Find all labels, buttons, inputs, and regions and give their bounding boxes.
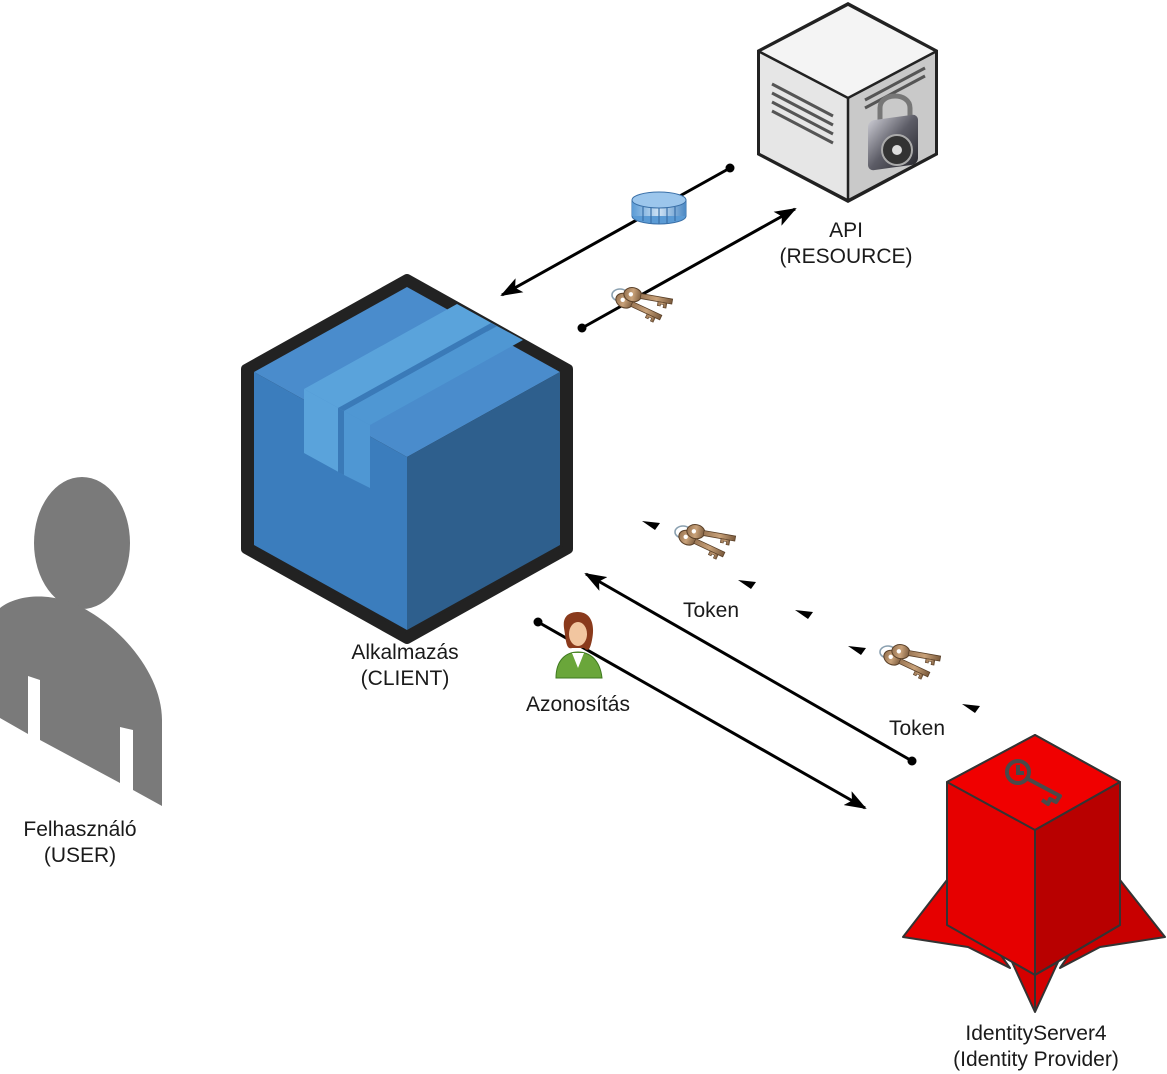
idp-label-line2: (Identity Provider): [953, 1048, 1119, 1071]
api-label-line2: (RESOURCE): [779, 245, 913, 268]
key-icon: [879, 642, 943, 683]
api-label-line1: API: [829, 219, 863, 242]
user-person-icon: [0, 477, 162, 806]
idp-to-client-arrow: [584, 572, 917, 766]
user-label: Felhasználó (USER): [5, 817, 155, 869]
user-label-line2: (USER): [43, 844, 117, 867]
key-icon: [611, 285, 675, 326]
key-logo-icon: [1005, 759, 1062, 806]
client-label: Alkalmazás (CLIENT): [330, 640, 480, 692]
idp-label: IdentityServer4 (Identity Provider): [930, 1021, 1142, 1073]
token-label-lower: Token: [888, 717, 946, 740]
idp-label-line1: IdentityServer4: [965, 1022, 1107, 1045]
authentication-label: Azonosítás: [526, 693, 630, 716]
client-box-icon: [241, 274, 573, 644]
authentication-person-icon: [555, 612, 603, 679]
api-server-icon: [757, 2, 938, 203]
user-label-line1: Felhasználó: [23, 818, 137, 841]
key-icon: [674, 522, 738, 563]
data-cylinder-icon: [631, 191, 687, 225]
identity-server-icon: [902, 734, 1166, 1013]
padlock-icon: [868, 93, 918, 171]
client-label-line2: (CLIENT): [360, 667, 450, 690]
token-label-upper: Token: [682, 599, 740, 622]
client-to-api-arrow: [577, 207, 797, 333]
api-to-client-arrow: [500, 163, 735, 297]
token-flow-dashed-arrow: [642, 521, 980, 713]
client-label-line1: Alkalmazás: [351, 641, 459, 664]
api-label: API (RESOURCE): [770, 218, 922, 270]
